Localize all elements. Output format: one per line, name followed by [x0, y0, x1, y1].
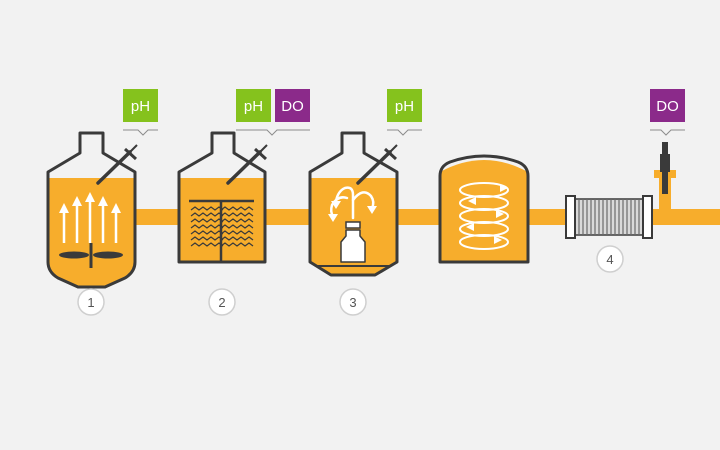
vessel-packed-bed: pH DO 2 [177, 89, 310, 316]
do-badge: DO [650, 89, 685, 122]
ph-badge: pH [236, 89, 271, 122]
ph-badge-label: pH [244, 98, 263, 115]
ph-probe-icon [356, 144, 398, 185]
ph-do-probe-icon [226, 144, 268, 185]
vessel-2-outline [177, 131, 267, 264]
flow-arrows-icon [59, 192, 121, 243]
hollow-fiber-module: 4 [565, 195, 653, 273]
vessel-2-number: 2 [218, 295, 225, 310]
module-left-flange [565, 195, 576, 239]
do-badge-label: DO [656, 98, 679, 115]
vessel-3-outline [308, 131, 399, 277]
do-callout [650, 129, 685, 136]
inline-do-sensor: DO [650, 89, 685, 194]
ph-badge-label: pH [131, 98, 150, 115]
do-badge: DO [275, 89, 310, 122]
sparger-bottle-icon [340, 221, 366, 263]
coil-spiral-icon [459, 182, 509, 250]
ph-callout [123, 129, 158, 136]
vessel-1-number: 1 [87, 295, 94, 310]
vessel-3-number: 3 [349, 295, 356, 310]
ph-badge: pH [387, 89, 422, 122]
do-probe-icon [660, 142, 670, 194]
vessel-1-number-badge: 1 [77, 288, 105, 316]
do-badge-label: DO [281, 98, 304, 115]
vessel-1-outline [46, 131, 137, 289]
vessel-coil-outline [438, 154, 530, 264]
vessel-3-number-badge: 3 [339, 288, 367, 316]
ph-probe-icon [96, 144, 138, 185]
module-right-flange [642, 195, 653, 239]
fountain-arrows-icon [328, 186, 377, 222]
module-body [574, 198, 644, 236]
vessel-stirred-tank: pH 1 [46, 89, 158, 316]
module-number-badge: 4 [596, 245, 624, 273]
ph-badge-label: pH [395, 98, 414, 115]
module-number: 4 [606, 252, 613, 267]
ph-callout [387, 129, 422, 136]
vessel-coil [438, 154, 530, 264]
packing-stack-icon [190, 206, 254, 247]
vessel-airlift: pH 3 [308, 89, 422, 316]
fiber-lines-icon [578, 199, 640, 235]
ph-badge: pH [123, 89, 158, 122]
vessel-2-number-badge: 2 [208, 288, 236, 316]
impeller-icon [59, 243, 123, 268]
ph-do-callout [236, 129, 310, 136]
support-frame-icon [189, 199, 254, 262]
vessel-1-liquid [48, 178, 135, 287]
